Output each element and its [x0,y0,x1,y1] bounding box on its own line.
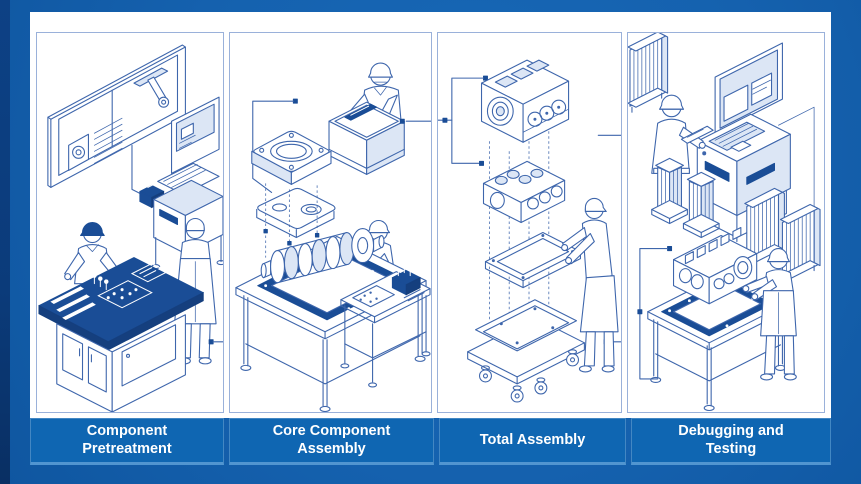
connector-dot [667,246,673,252]
connector-dot [208,339,214,345]
worker-at-test-bench [742,248,797,381]
mounting-frame [484,231,581,289]
connector-dot [292,98,298,104]
core-component-assembly-illustration [235,62,431,412]
step-panel-component-pretreatment [36,32,224,413]
step-label-text: Debugging and Testing [678,422,784,457]
flange-part [251,130,332,185]
component-pretreatment-illustration [38,44,223,412]
connector-bracket-left [451,77,485,164]
step-label-total-assembly: Total Assembly [439,418,626,465]
step-label-component-pretreatment: Component Pretreatment [30,418,224,465]
parts-on-bench [50,263,169,321]
step-label-debugging-testing: Debugging and Testing [631,418,831,465]
connector-bracket-left [252,100,294,193]
worker-holding-frame [561,197,619,373]
wheeled-cart [467,299,585,403]
gasket-part [256,187,336,239]
connector-dot [483,75,488,81]
step-panel-debugging-testing [627,32,825,413]
cylinder-pillar-parts [651,157,720,239]
illustration-area [30,12,831,418]
step-panel-core-component-assembly [229,32,432,413]
computer-test-station [696,42,791,243]
parts-crate [328,101,405,175]
step-label-core-component-assembly: Core Component Assembly [229,418,434,465]
step-label-text: Core Component Assembly [272,422,391,457]
total-assembly-illustration [438,59,621,403]
wall-diagram-board [47,44,186,188]
laptop-console-station [151,96,223,286]
radiator-panel-parts [628,33,821,286]
board-cable [131,144,143,195]
step-label-band: Component Pretreatment Core Component As… [30,418,831,465]
left-edge-strip [0,0,10,484]
engine-block-lower [482,160,566,224]
parts-side-table [340,268,431,388]
engine-block-upper [480,59,570,143]
step-panel-total-assembly [437,32,622,413]
alignment-lines [265,183,318,266]
connector-dot [399,118,405,124]
alignment-lines [488,131,550,330]
pretreatment-workbench [38,257,204,412]
assembly-table [235,235,427,412]
step-label-text: Component Pretreatment [82,422,172,457]
debugging-testing-illustration [628,33,821,412]
step-label-text: Total Assembly [479,431,586,448]
engine-under-test [672,226,758,305]
crankshaft [260,227,385,284]
